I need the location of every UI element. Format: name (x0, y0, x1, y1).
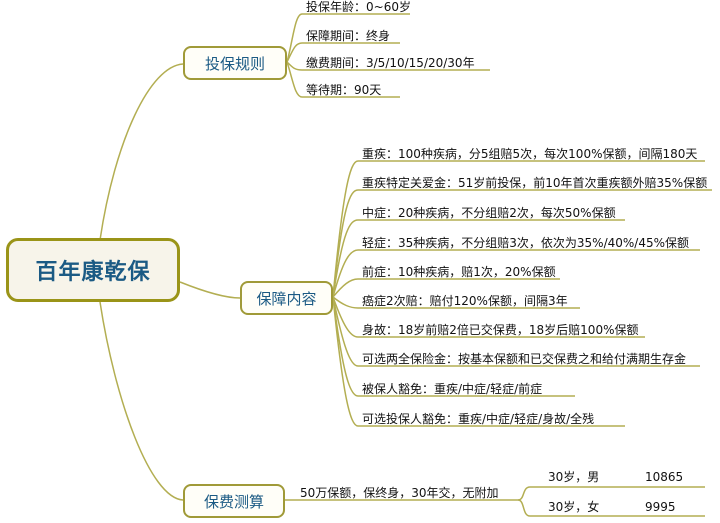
premium-row-who: 30岁，男 (548, 470, 600, 484)
leaf-mild-illness: 轻症：35种疾病，不分组赔3次，依次为35%/40%/45%保额 (362, 236, 690, 250)
leaf-early-illness: 前症：10种疾病，赔1次，20%保额 (362, 265, 556, 279)
branch-premium: 保费测算 (183, 484, 285, 518)
premium-row-value: 9995 (645, 500, 676, 514)
link-root-rules (99, 63, 184, 241)
leaf-endowment: 可选两全保险金：按基本保额和已交保费之和给付满期生存金 (362, 352, 687, 366)
leaf-moderate-illness: 中症：20种疾病，不分组赔2次，每次50%保额 (362, 206, 616, 220)
branch-coverage-label: 保障内容 (256, 289, 317, 308)
root-node: 百年康乾保 (6, 238, 180, 302)
leaf-insure-age: 投保年龄：0~60岁 (306, 0, 411, 14)
branch-coverage: 保障内容 (240, 281, 333, 315)
branch-rules-label: 投保规则 (204, 54, 265, 73)
link-root-premium (99, 301, 184, 501)
leaf-applicant-waiver: 可选投保人豁免：重疾/中症/轻症/身故/全残 (362, 412, 595, 426)
leaf-critical-illness: 重疾：100种疾病，分5组赔5次，每次100%保额，间隔180天 (362, 147, 698, 161)
leaf-cancer-second: 癌症2次赔：赔付120%保额，间隔3年 (362, 294, 568, 308)
leaf-death-benefit: 身故：18岁前赔2倍已交保费，18岁后赔100%保额 (362, 323, 639, 337)
root-label: 百年康乾保 (35, 260, 151, 285)
branch-premium-label: 保费测算 (203, 492, 264, 511)
leaf-premium-condition: 50万保额，保终身，30年交，无附加 (300, 486, 499, 500)
leaf-coverage-period: 保障期间：终身 (306, 29, 391, 43)
leaf-insured-waiver: 被保人豁免：重疾/中症/轻症/前症 (362, 382, 543, 396)
leaf-waiting-period: 等待期：90天 (306, 83, 382, 97)
branch-rules: 投保规则 (183, 46, 287, 80)
leaf-care-benefit: 重疾特定关爱金：51岁前投保，前10年首次重疾额外赔35%保额 (362, 176, 708, 190)
premium-row-who: 30岁，女 (548, 500, 600, 514)
leaf-payment-period: 缴费期间：3/5/10/15/20/30年 (306, 56, 475, 70)
premium-row-value: 10865 (645, 470, 684, 484)
link-root-coverage (179, 281, 241, 299)
